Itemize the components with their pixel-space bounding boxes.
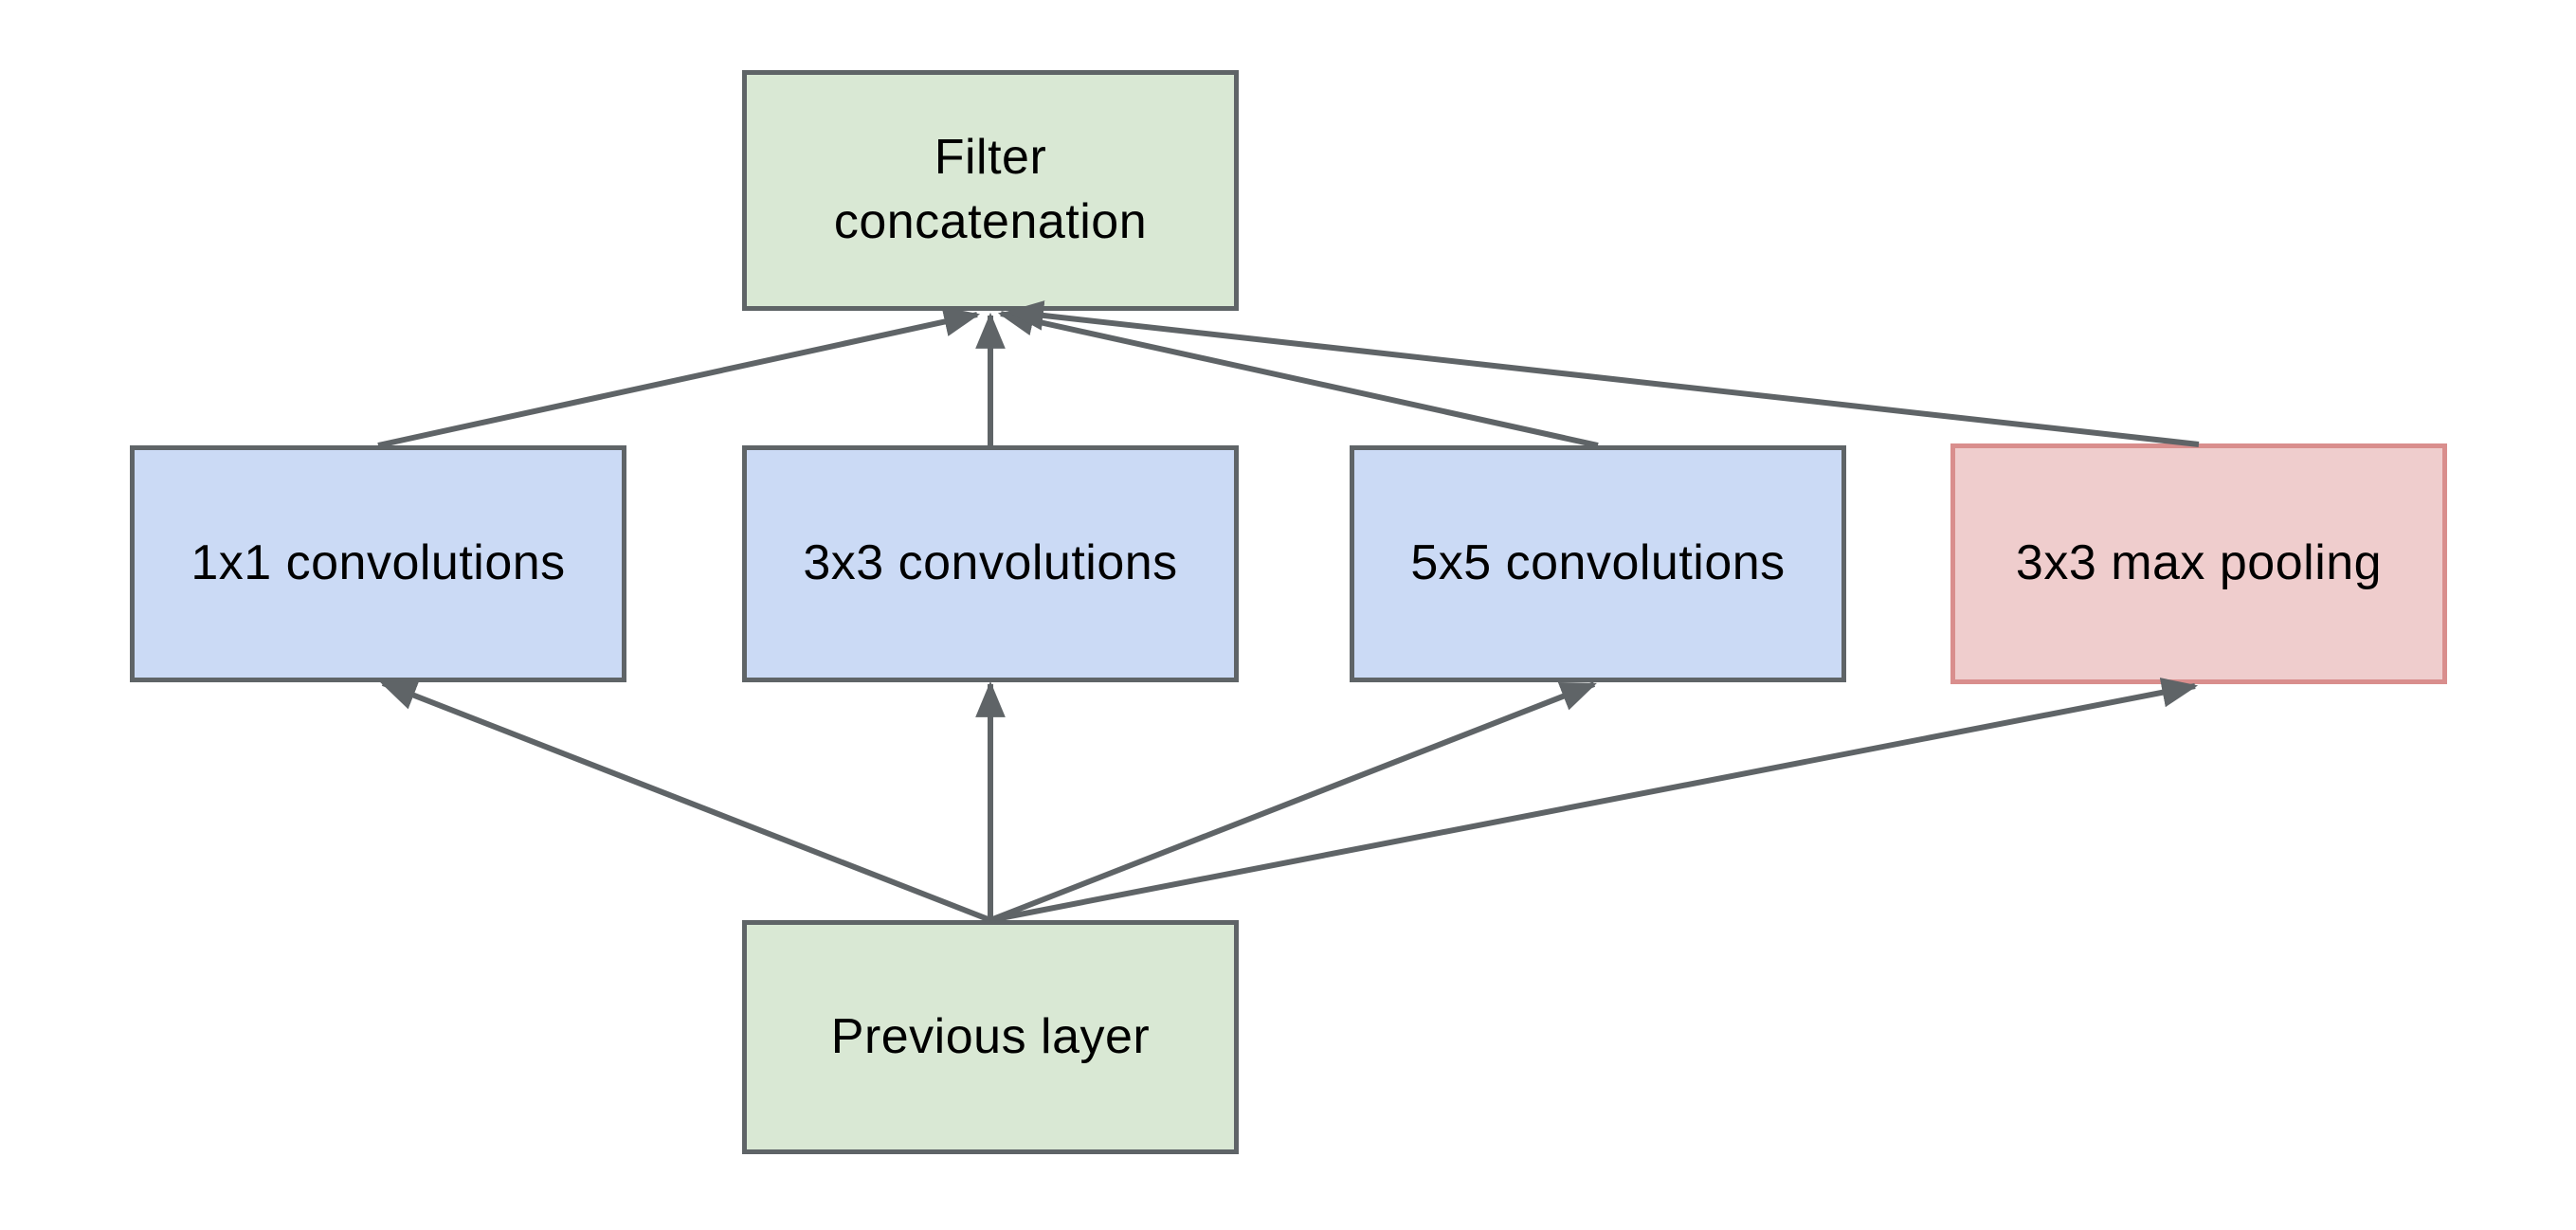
edge-prev-to-conv5: [989, 681, 1597, 923]
node-3x3-convolutions-label: 3x3 convolutions: [803, 535, 1178, 591]
node-1x1-convolutions: 1x1 convolutions: [130, 445, 626, 682]
node-previous-layer-label: Previous layer: [830, 1008, 1151, 1064]
node-3x3-max-pooling: 3x3 max pooling: [1950, 443, 2447, 684]
edge-prev-to-pool: [989, 678, 2199, 923]
node-filter-concatenation-label: Filter concatenation: [833, 130, 1148, 249]
edge-pool-to-filter-concat: [1007, 300, 2200, 447]
node-filter-concatenation: Filter concatenation: [742, 70, 1239, 311]
edge-conv5-to-filter-concat: [997, 306, 1599, 448]
node-previous-layer: Previous layer: [742, 920, 1239, 1154]
node-1x1-convolutions-label: 1x1 convolutions: [190, 535, 566, 591]
edge-prev-to-conv1: [380, 680, 992, 923]
node-5x5-convolutions: 5x5 convolutions: [1350, 445, 1846, 682]
node-5x5-convolutions-label: 5x5 convolutions: [1410, 535, 1786, 591]
node-3x3-max-pooling-label: 3x3 max pooling: [2015, 535, 2383, 591]
edge-conv1-to-filter-concat: [377, 306, 981, 448]
node-3x3-convolutions: 3x3 convolutions: [742, 445, 1239, 682]
